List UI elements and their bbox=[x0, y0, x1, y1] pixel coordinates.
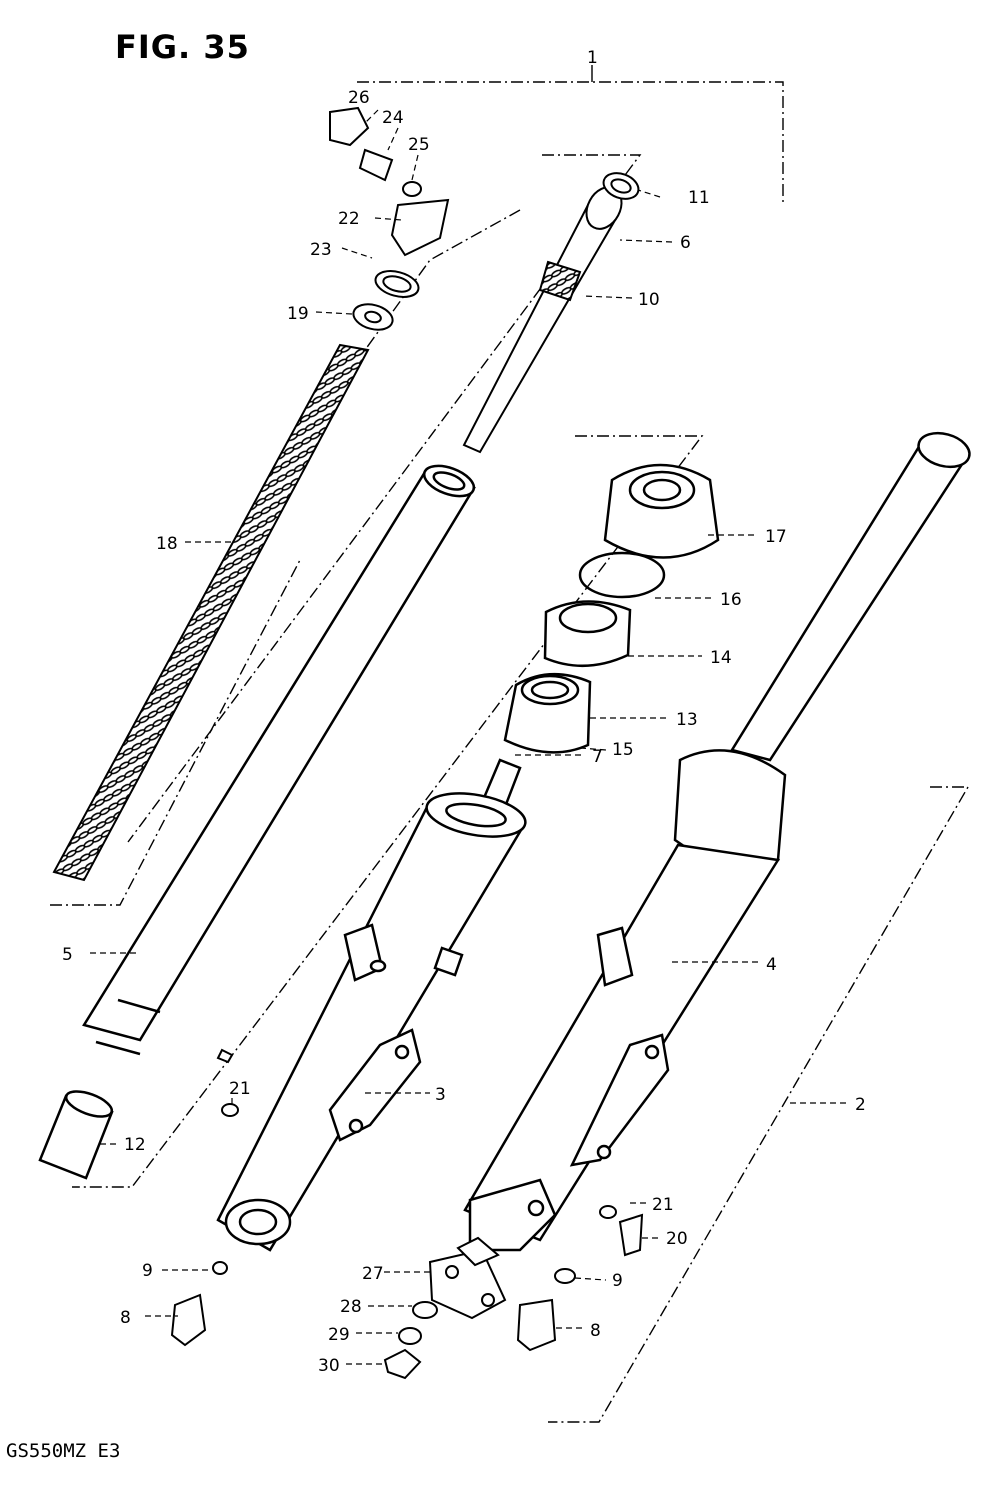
callout-30: 30 bbox=[318, 1356, 340, 1376]
callout-1: 1 bbox=[587, 48, 598, 68]
callout-23: 23 bbox=[310, 240, 332, 260]
cap-bolt bbox=[329, 106, 370, 147]
callout-16: 16 bbox=[720, 590, 742, 610]
callout-14: 14 bbox=[710, 648, 732, 668]
callout-5: 5 bbox=[62, 945, 73, 965]
fork-right-assembly bbox=[463, 431, 971, 1252]
leader-lines bbox=[90, 109, 848, 1365]
top-cap-parts bbox=[329, 106, 450, 331]
callout-18: 18 bbox=[156, 534, 178, 554]
callout-28: 28 bbox=[340, 1297, 362, 1317]
callout-9-left: 9 bbox=[142, 1261, 153, 1281]
callout-4: 4 bbox=[766, 955, 777, 975]
callout-26: 26 bbox=[348, 88, 370, 108]
callout-15: 15 bbox=[612, 740, 634, 760]
callout-7: 7 bbox=[592, 747, 603, 767]
guide-bush bbox=[38, 1090, 114, 1180]
callout-22: 22 bbox=[338, 209, 360, 229]
callout-20: 20 bbox=[666, 1229, 688, 1249]
inner-tube bbox=[82, 464, 476, 1056]
callout-25: 25 bbox=[408, 135, 430, 155]
callout-12: 12 bbox=[124, 1135, 146, 1155]
outer-tube-left bbox=[216, 792, 527, 1252]
callout-6: 6 bbox=[680, 233, 691, 253]
callout-9-right: 9 bbox=[612, 1271, 623, 1291]
slider-body bbox=[463, 843, 781, 1242]
callout-27: 27 bbox=[362, 1264, 384, 1284]
callout-labels: 1 2 3 4 5 6 7 8 8 9 9 10 11 12 13 14 15 … bbox=[62, 48, 866, 1376]
callout-8-left: 8 bbox=[120, 1308, 131, 1328]
bracket-inner-tube bbox=[127, 154, 642, 843]
snap-ring bbox=[578, 551, 666, 599]
fork-cap bbox=[390, 198, 450, 257]
callout-21-right: 21 bbox=[652, 1195, 674, 1215]
adjuster bbox=[358, 148, 394, 182]
callout-8-right: 8 bbox=[590, 1321, 601, 1341]
model-code: GS550MZ E3 bbox=[6, 1440, 121, 1462]
callout-3: 3 bbox=[435, 1085, 446, 1105]
bottom-hardware bbox=[170, 1048, 644, 1380]
damper-rod bbox=[462, 172, 640, 454]
drain-bolt-left bbox=[170, 1293, 207, 1347]
callout-13: 13 bbox=[676, 710, 698, 730]
figure-title: FIG. 35 bbox=[115, 28, 250, 66]
bracket-assembly-1 bbox=[357, 81, 784, 205]
callout-24: 24 bbox=[382, 108, 404, 128]
callout-21-left: 21 bbox=[229, 1079, 251, 1099]
callout-11: 11 bbox=[688, 188, 710, 208]
axle-holder bbox=[428, 1248, 507, 1320]
fork-spring bbox=[52, 343, 370, 882]
bracket-spring bbox=[50, 559, 301, 906]
bracket-outer bbox=[72, 435, 704, 1188]
seal-stack bbox=[476, 463, 720, 822]
upper-tube bbox=[730, 443, 971, 762]
callout-19: 19 bbox=[287, 304, 309, 324]
callout-17: 17 bbox=[765, 527, 787, 547]
bolt-20 bbox=[618, 1213, 644, 1257]
bracket-assembly-2 bbox=[548, 786, 970, 1423]
callout-10: 10 bbox=[638, 290, 660, 310]
callout-29: 29 bbox=[328, 1325, 350, 1345]
drain-bolt-right bbox=[516, 1298, 557, 1352]
callout-2: 2 bbox=[855, 1095, 866, 1115]
